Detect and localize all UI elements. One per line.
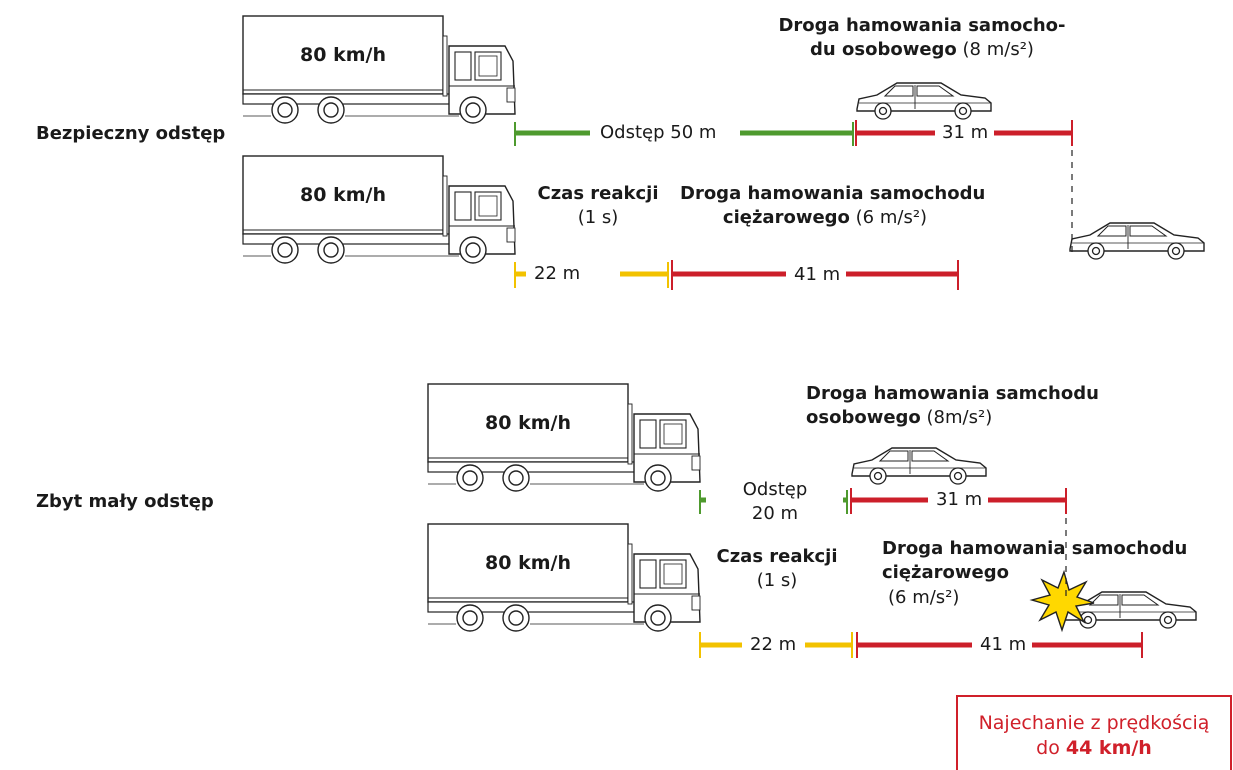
car-braking-decel: (8 m/s²)	[962, 39, 1034, 61]
truck-top-safe	[242, 15, 516, 124]
reaction-bar-safe	[514, 262, 669, 288]
truck-brake-distance-safe: 41 m	[788, 264, 847, 286]
truck-brake-distance-unsafe: 41 m	[974, 634, 1033, 656]
car-braking-safe	[856, 82, 992, 120]
truck-braking-title-line1: Droga hamowania samochodu	[680, 183, 986, 204]
truck-braking-decel: (6 m/s²)	[888, 586, 960, 608]
truck-braking-decel: (6 m/s²)	[855, 207, 928, 229]
impact-warning-prefix: do	[1036, 736, 1066, 759]
impact-warning-line1: Najechanie z prędkością	[978, 712, 1210, 734]
impact-speed-value: 44 km/h	[1065, 736, 1152, 759]
truck-braking-title-line1: Droga hamowania samochodu	[882, 538, 1188, 559]
reaction-distance-safe: 22 m	[528, 263, 587, 285]
gap-label-line1: Odstęp	[742, 479, 808, 500]
truck-braking-title-unsafe: Droga hamowania samochodu ciężarowego (6…	[882, 537, 1187, 610]
truck-bottom-safe	[242, 155, 516, 264]
impact-warning-box: Najechanie z prędkością do 44 km/h	[956, 695, 1232, 770]
reaction-title: Czas reakcji	[716, 546, 838, 567]
truck-speed-label: 80 km/h	[300, 184, 386, 206]
car-braking-title-line2: du osobowego	[810, 39, 957, 61]
gap-label-unsafe: Odstęp 20 m	[720, 478, 830, 527]
truck-braking-title-line2: ciężarowego	[722, 207, 850, 229]
car-braking-decel: (8m/s²)	[926, 407, 993, 429]
collision-icon	[1029, 569, 1095, 633]
truck-speed-label: 80 km/h	[485, 552, 571, 574]
gap-bar-unsafe	[699, 490, 848, 514]
reaction-bar-unsafe	[699, 632, 853, 658]
reaction-time: (1 s)	[756, 570, 798, 592]
reaction-distance-unsafe: 22 m	[744, 634, 803, 656]
truck-braking-title-safe: Droga hamowania samochodu ciężarowego (6…	[680, 182, 986, 231]
car-braking-title-unsafe: Droga hamowania samchodu osobowego (8m/s…	[806, 382, 1099, 431]
truck-speed-label: 80 km/h	[300, 44, 386, 66]
gap-bar-safe	[514, 122, 854, 146]
reaction-title: Czas reakcji	[537, 183, 659, 204]
car-stopped-safe	[1069, 222, 1205, 260]
car-brake-bar-unsafe	[850, 488, 1067, 514]
car-braking-unsafe	[851, 447, 987, 485]
truck-braking-title-line2: ciężarowego	[882, 562, 1010, 584]
reaction-block-unsafe: Czas reakcji (1 s)	[707, 545, 847, 594]
reaction-block-safe: Czas reakcji (1 s)	[528, 182, 668, 231]
car-braking-title-line1: Droga hamowania samocho-	[778, 15, 1066, 36]
reaction-time: (1 s)	[577, 207, 619, 229]
gap-label-safe: Odstęp 50 m	[594, 122, 723, 144]
truck-bottom-unsafe	[427, 523, 701, 632]
section-title-safe: Bezpieczny odstęp	[36, 123, 226, 144]
truck-brake-bar-unsafe	[856, 632, 1143, 658]
car-brake-bar-safe	[855, 120, 1073, 146]
gap-label-line2: 20 m	[751, 503, 799, 525]
truck-top-unsafe	[427, 383, 701, 492]
car-brake-distance-safe: 31 m	[936, 122, 995, 144]
section-title-unsafe: Zbyt mały odstęp	[36, 491, 214, 512]
car-braking-title-line2: osobowego	[806, 407, 921, 429]
truck-speed-label: 80 km/h	[485, 412, 571, 434]
car-braking-title-safe: Droga hamowania samocho- du osobowego (8…	[772, 14, 1072, 63]
car-brake-distance-unsafe: 31 m	[930, 489, 989, 511]
car-braking-title-line1: Droga hamowania samchodu	[806, 383, 1099, 404]
impact-warning-line2: do 44 km/h	[958, 736, 1230, 761]
truck-brake-bar-safe	[671, 260, 959, 290]
